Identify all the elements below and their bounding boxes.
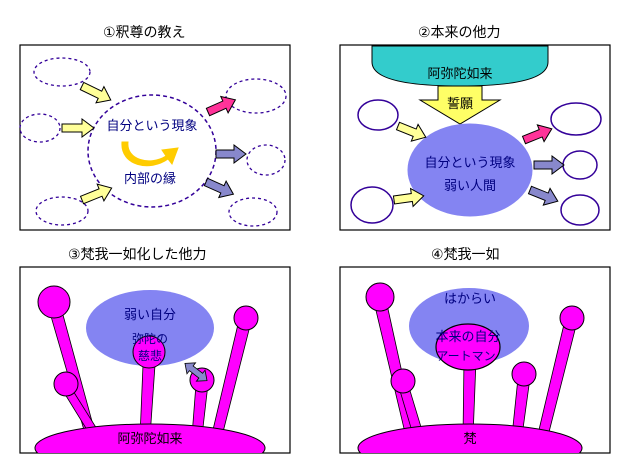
panel2-arrow-label: 誓願 <box>447 97 473 112</box>
result-oval <box>550 102 602 136</box>
arrow-in-icon <box>61 118 95 138</box>
arrow-out-icon <box>215 144 247 164</box>
arrow-out-icon <box>533 155 565 175</box>
result-oval <box>560 194 600 226</box>
panel1-title: ①釈尊の教え <box>103 25 186 41</box>
panel3-inner-line1: 弥陀の <box>132 331 168 346</box>
result-oval <box>225 78 287 114</box>
bulb <box>53 371 79 397</box>
arrow-in-icon <box>395 121 427 142</box>
arrow-in-icon <box>392 187 425 208</box>
panel2: 阿弥陀如来 誓願 自分という現象 弱い人間 <box>339 44 611 231</box>
condition-oval <box>33 57 91 87</box>
bulb <box>511 361 537 387</box>
bulb <box>365 282 395 312</box>
arrow-out-icon <box>203 177 235 199</box>
panel2-center-line2: 弱い人間 <box>444 179 496 194</box>
bulb <box>559 305 585 331</box>
panel4-base-label: 梵 <box>463 432 476 447</box>
panel1-frame <box>19 44 291 231</box>
panel4-inner-line2: アートマン <box>436 349 495 363</box>
panel3-inner-line2: 慈悲 <box>138 348 162 363</box>
panel3-cloud-label: 弱い自分 <box>124 308 176 323</box>
cycle-arrow-icon <box>121 141 179 167</box>
arrow-in-icon <box>79 81 112 104</box>
arrow-out-icon <box>205 95 237 117</box>
condition-oval <box>350 186 394 224</box>
panel2-title: ②本来の他力 <box>418 25 501 41</box>
result-oval <box>228 197 278 227</box>
amida-base <box>34 423 266 453</box>
panel2-center-line1: 自分という現象 <box>424 156 515 171</box>
atman-bulb <box>435 323 501 371</box>
result-oval <box>246 144 286 176</box>
double-arrow-icon <box>184 362 208 382</box>
panel1-center-line2: 内部の縁 <box>124 171 176 187</box>
panel2-top-label: 阿弥陀如来 <box>427 66 492 82</box>
bulb <box>37 285 71 319</box>
arrow-out-icon <box>527 185 559 206</box>
result-oval <box>562 150 598 180</box>
weak-self-circle <box>407 123 533 217</box>
vow-arrow-icon <box>418 85 502 125</box>
panel3-base-label: 阿弥陀如来 <box>117 431 182 447</box>
panel1: 自分という現象 内部の縁 <box>19 44 291 231</box>
panel4-title: ④梵我一如 <box>431 247 500 263</box>
panel4-inner-line1: 本来の自分 <box>435 330 500 345</box>
condition-oval <box>19 113 61 143</box>
mercy-bulb <box>132 335 166 369</box>
panel3: 弱い自分 弥陀の 慈悲 阿弥陀如来 <box>19 266 291 454</box>
arrow-out-icon <box>521 124 553 145</box>
condition-oval <box>35 196 89 226</box>
brahman-base <box>357 423 583 453</box>
panel1-center-line1: 自分という現象 <box>106 119 197 134</box>
condition-oval <box>357 99 399 131</box>
panel4: はからい 本来の自分 アートマン 梵 <box>339 266 611 454</box>
bulb <box>233 305 259 331</box>
arrow-in-icon <box>79 183 113 205</box>
panel4-cloud-label: はからい <box>444 292 496 307</box>
weak-self-cloud <box>86 290 214 366</box>
bulb <box>390 368 416 394</box>
panel3-title: ③梵我一如化した他力 <box>68 247 207 263</box>
